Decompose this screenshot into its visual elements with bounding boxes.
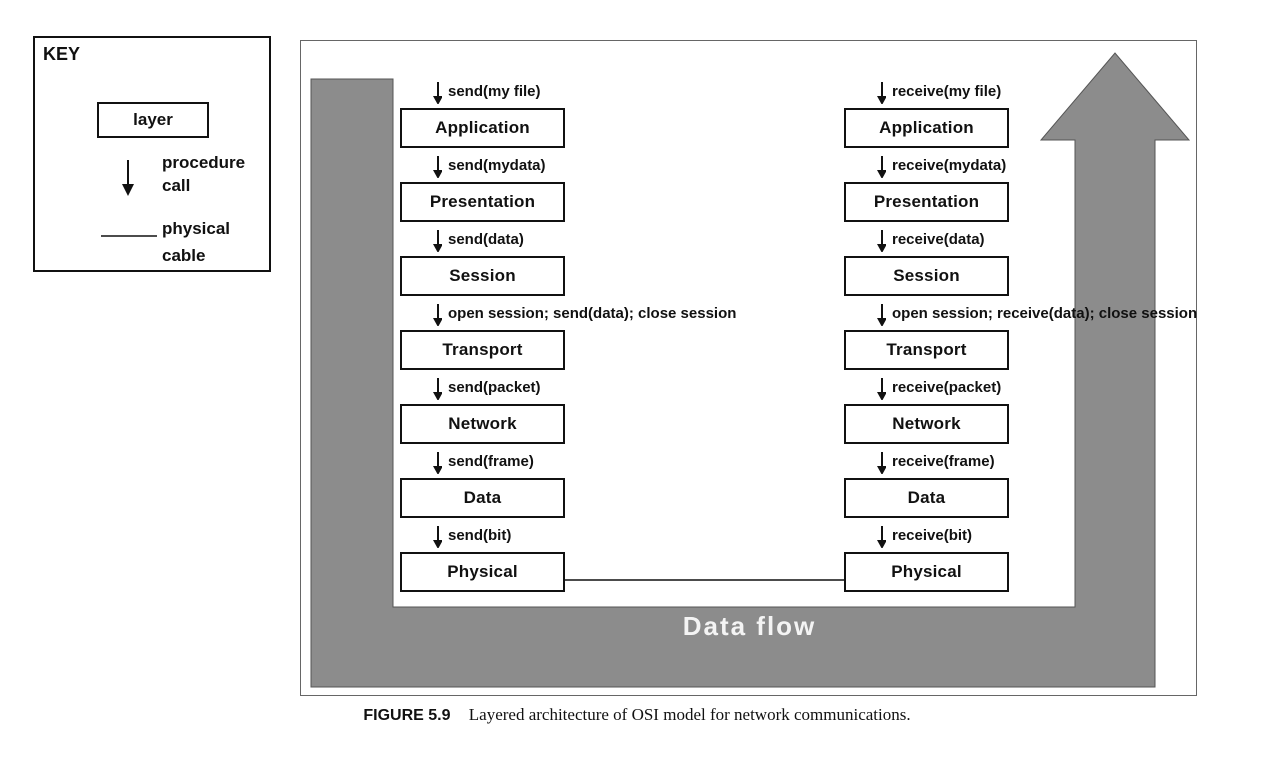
procedure-call-arrow-icon — [877, 156, 886, 178]
layer-label: Physical — [891, 562, 962, 581]
key-layer-sample: layer — [97, 102, 209, 138]
data-flow-label: Data flow — [682, 611, 817, 641]
layer-label: Physical — [447, 562, 518, 581]
procedure-call-arrow-icon — [877, 304, 886, 326]
receiver-call-label: receive(packet) — [892, 379, 1002, 396]
sender-call-label: send(my file) — [448, 83, 541, 100]
receiver-layer-session: Session — [844, 256, 1009, 296]
legend-key: KEY layer procedure call physical cable — [33, 36, 271, 272]
key-layer-label: layer — [133, 110, 173, 129]
layer-label: Application — [879, 118, 974, 137]
procedure-call-arrow-icon — [433, 526, 442, 548]
sender-layer-data: Data — [400, 478, 565, 518]
procedure-call-arrow-icon — [433, 156, 442, 178]
data-flow-arrow — [310, 52, 1191, 688]
receiver-layer-transport: Transport — [844, 330, 1009, 370]
figure-number: FIGURE 5.9 — [363, 707, 451, 724]
sender-layer-session: Session — [400, 256, 565, 296]
receiver-call-label: receive(frame) — [892, 453, 995, 470]
layer-label: Data — [907, 488, 946, 507]
physical-cable-line — [565, 579, 851, 581]
key-procedure-line2: call — [162, 176, 191, 195]
sender-layer-presentation: Presentation — [400, 182, 565, 222]
receiver-layer-presentation: Presentation — [844, 182, 1009, 222]
sender-layer-network: Network — [400, 404, 565, 444]
sender-layer-application: Application — [400, 108, 565, 148]
key-cable-line-icon — [101, 235, 157, 237]
layer-label: Session — [449, 266, 516, 285]
receiver-call-label: receive(bit) — [892, 527, 973, 544]
procedure-call-arrow-icon — [877, 230, 886, 252]
receiver-call-label: receive(my file) — [892, 83, 1002, 100]
receiver-call-label: receive(mydata) — [892, 157, 1007, 174]
receiver-layer-application: Application — [844, 108, 1009, 148]
layer-label: Application — [435, 118, 530, 137]
layer-label: Session — [893, 266, 960, 285]
sender-call-label: send(packet) — [448, 379, 541, 396]
figure-caption: FIGURE 5.9 Layered architecture of OSI m… — [0, 705, 1274, 725]
layer-label: Network — [448, 414, 517, 433]
layer-label: Data — [463, 488, 502, 507]
receiver-layer-network: Network — [844, 404, 1009, 444]
sender-call-label: send(bit) — [448, 527, 512, 544]
procedure-call-arrow-icon — [433, 82, 442, 104]
key-title: KEY — [43, 44, 81, 64]
figure-caption-text: Layered architecture of OSI model for ne… — [468, 705, 911, 724]
layer-label: Presentation — [873, 192, 980, 211]
layer-label: Transport — [886, 340, 967, 359]
key-arrow-icon — [122, 160, 134, 196]
procedure-call-arrow-icon — [433, 452, 442, 474]
key-physical-line2: cable — [162, 246, 206, 265]
key-physical-label: physical cable — [162, 220, 230, 264]
layer-label: Network — [892, 414, 961, 433]
sender-call-label: send(frame) — [448, 453, 534, 470]
procedure-call-arrow-icon — [433, 378, 442, 400]
procedure-call-arrow-icon — [433, 230, 442, 252]
procedure-call-arrow-icon — [433, 304, 442, 326]
sender-layer-physical: Physical — [400, 552, 565, 592]
sender-call-label: open session; send(data); close session — [448, 305, 737, 322]
receiver-layer-data: Data — [844, 478, 1009, 518]
sender-layer-transport: Transport — [400, 330, 565, 370]
procedure-call-arrow-icon — [877, 82, 886, 104]
sender-call-label: send(data) — [448, 231, 524, 248]
key-physical-line1: physical — [162, 219, 231, 238]
layer-label: Transport — [442, 340, 523, 359]
layer-label: Presentation — [429, 192, 536, 211]
sender-call-label: send(mydata) — [448, 157, 546, 174]
receiver-call-label: open session; receive(data); close sessi… — [892, 305, 1198, 322]
receiver-layer-physical: Physical — [844, 552, 1009, 592]
key-procedure-label: procedure call — [162, 154, 245, 194]
key-procedure-line1: procedure — [162, 153, 246, 172]
procedure-call-arrow-icon — [877, 526, 886, 548]
procedure-call-arrow-icon — [877, 378, 886, 400]
procedure-call-arrow-icon — [877, 452, 886, 474]
receiver-call-label: receive(data) — [892, 231, 985, 248]
diagram-frame: Data flow send(my file) Application send(m… — [300, 40, 1197, 696]
